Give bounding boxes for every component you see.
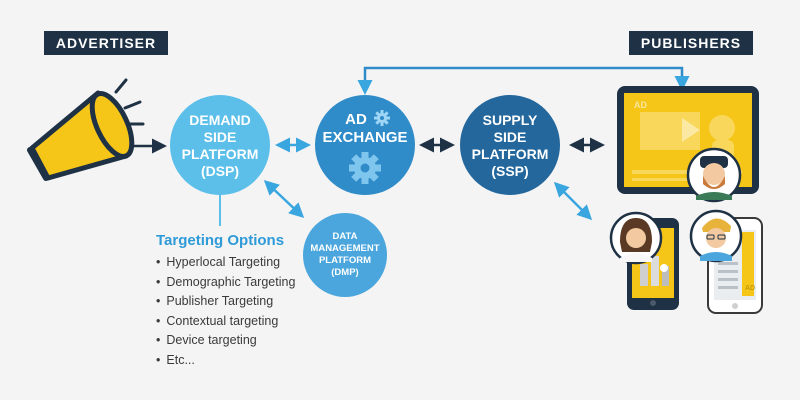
svg-text:DATA: DATA [333, 231, 358, 242]
list-item: Device targeting [156, 331, 295, 351]
dsp-node: DEMAND SIDE PLATFORM (DSP) [170, 95, 270, 195]
targeting-options: Targeting Options Hyperlocal Targeting D… [156, 232, 295, 370]
list-item: Demographic Targeting [156, 273, 295, 293]
list-item: Etc... [156, 351, 295, 371]
avatar-bearded-man [686, 147, 742, 203]
avatar-blond-man [689, 209, 743, 263]
gear-icon-large [349, 152, 381, 184]
avatar-woman [609, 211, 663, 265]
advertiser-label: ADVERTISER [44, 31, 168, 55]
publishers-label: PUBLISHERS [629, 31, 753, 55]
list-item: Publisher Targeting [156, 292, 295, 312]
svg-text:SUPPLY: SUPPLY [483, 112, 538, 128]
svg-text:SIDE: SIDE [494, 129, 527, 145]
svg-text:ADVERTISER: ADVERTISER [56, 35, 156, 51]
arrow-adexchange-publishers [357, 66, 690, 95]
ssp-node: SUPPLY SIDE PLATFORM (SSP) [460, 95, 560, 195]
svg-text:PLATFORM: PLATFORM [319, 255, 371, 266]
svg-text:AD: AD [345, 111, 367, 128]
gear-icon-small [374, 110, 390, 126]
svg-text:(DMP): (DMP) [331, 267, 358, 278]
svg-text:PLATFORM: PLATFORM [182, 146, 259, 162]
dmp-node: DATA MANAGEMENT PLATFORM (DMP) [303, 213, 387, 297]
svg-text:MANAGEMENT: MANAGEMENT [310, 243, 379, 254]
list-item: Contextual targeting [156, 312, 295, 332]
list-item: Hyperlocal Targeting [156, 253, 295, 273]
arrow-dsp-dmp [263, 179, 305, 219]
svg-text:AD: AD [745, 285, 755, 292]
arrow-ssp-phones [553, 181, 593, 221]
svg-text:SIDE: SIDE [204, 129, 237, 145]
svg-text:(DSP): (DSP) [201, 163, 239, 179]
ad-exchange-node: AD EXCHANGE [315, 95, 415, 195]
svg-text:DEMAND: DEMAND [189, 112, 250, 128]
targeting-options-title: Targeting Options [156, 232, 285, 249]
svg-text:AD: AD [634, 100, 647, 110]
svg-text:(SSP): (SSP) [491, 163, 528, 179]
svg-text:PUBLISHERS: PUBLISHERS [641, 35, 741, 51]
svg-text:PLATFORM: PLATFORM [472, 146, 549, 162]
svg-text:EXCHANGE: EXCHANGE [322, 129, 407, 146]
megaphone-icon [27, 78, 145, 181]
targeting-options-list: Hyperlocal Targeting Demographic Targeti… [156, 253, 295, 370]
